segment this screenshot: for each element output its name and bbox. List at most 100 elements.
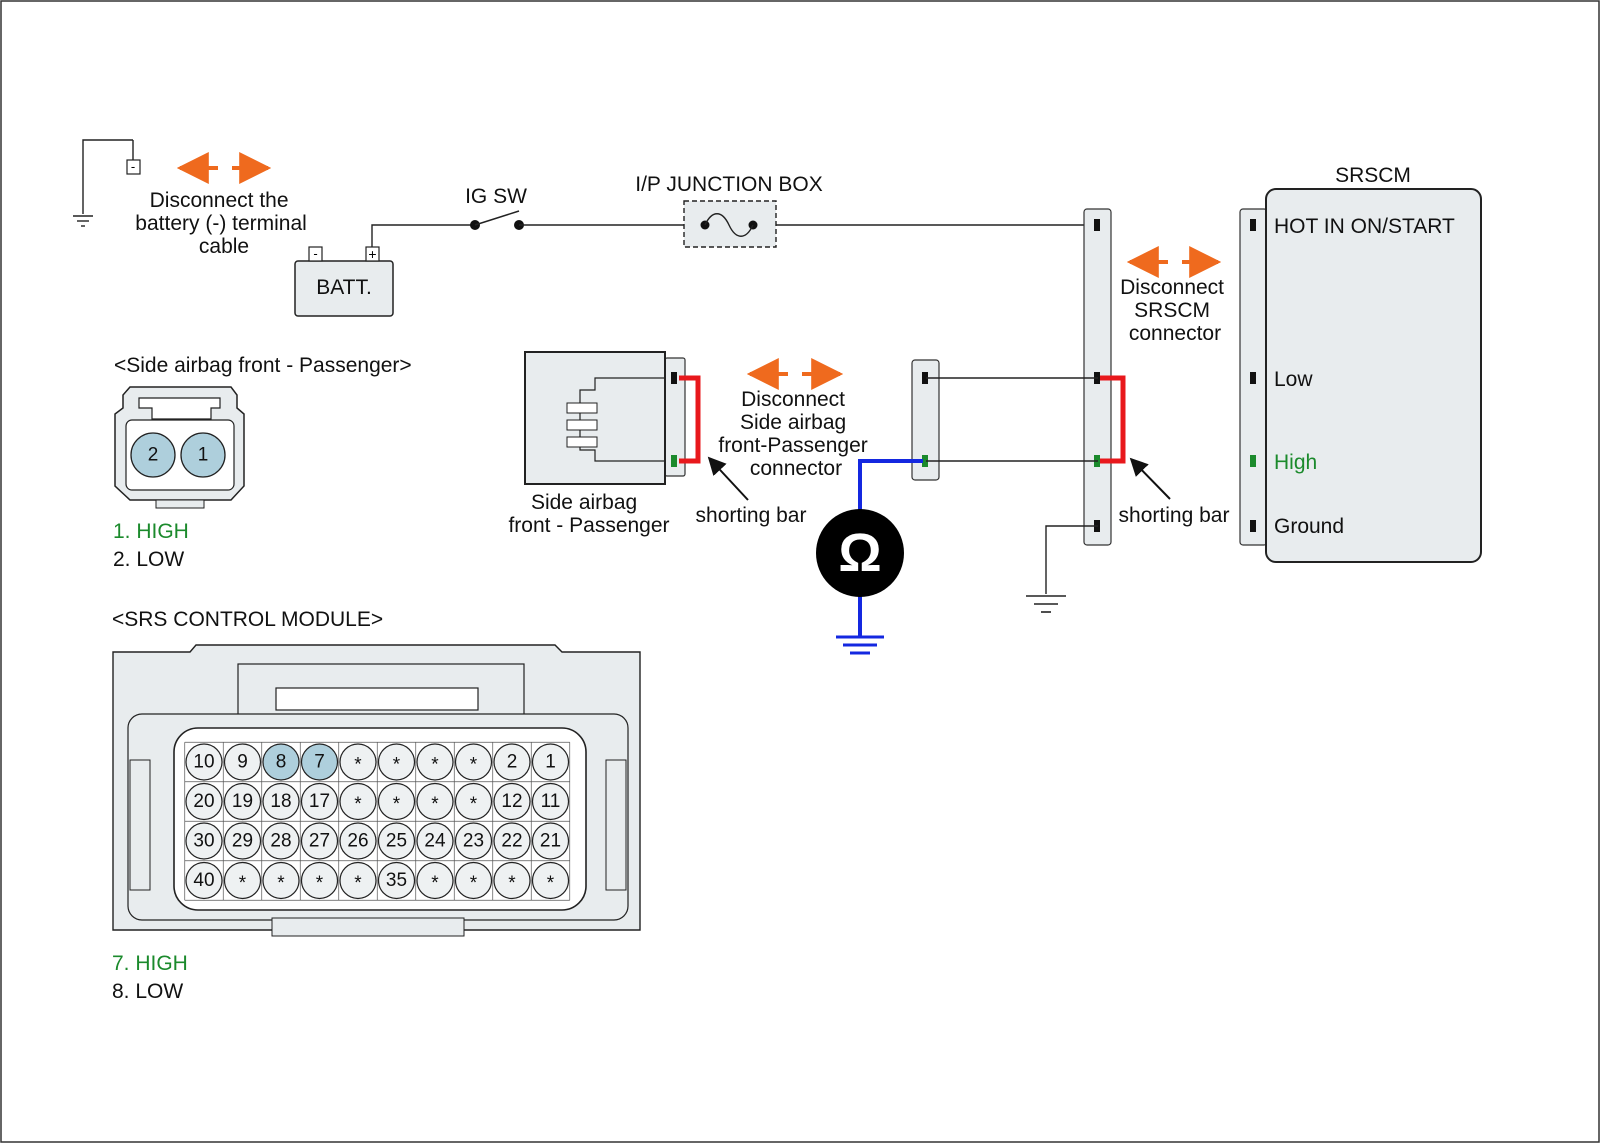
srs-pin-label: 28 bbox=[270, 831, 291, 852]
airbag-harness-connector bbox=[911, 359, 940, 481]
srs-pin-label: 17 bbox=[309, 791, 330, 812]
srs-module-title: <SRS CONTROL MODULE> bbox=[112, 608, 383, 631]
srs-pin bbox=[339, 822, 377, 860]
srs-pin bbox=[262, 822, 300, 860]
srs-pin-label: * bbox=[354, 755, 362, 776]
shorting-bar-right-label: shorting bar bbox=[1119, 504, 1230, 527]
srs-pin-label: * bbox=[470, 755, 478, 776]
srs-pin-label: * bbox=[354, 794, 362, 815]
ohmmeter-symbol: Ω bbox=[838, 523, 881, 583]
battery-label: BATT. bbox=[316, 276, 372, 299]
srs-pin bbox=[300, 861, 339, 900]
srs-pin-label: 10 bbox=[193, 752, 214, 773]
srs-pin-label: 7 bbox=[314, 752, 325, 773]
battery-plus: + bbox=[368, 246, 376, 262]
airbag-instruction: Disconnect Side airbag front-Passenger c… bbox=[718, 388, 873, 480]
side-airbag-legend-low: 2. LOW bbox=[113, 548, 184, 571]
srs-pin bbox=[377, 743, 416, 781]
srs-pin bbox=[185, 743, 223, 781]
srs-pin bbox=[416, 743, 454, 781]
srs-pin bbox=[223, 782, 262, 821]
side-airbag-pin-1 bbox=[180, 432, 226, 478]
srs-pin bbox=[493, 861, 531, 900]
junction-box-fuse: I/P JUNCTION BOX bbox=[635, 173, 823, 248]
battery-wire bbox=[371, 224, 475, 247]
srs-pin-label: 30 bbox=[193, 831, 214, 852]
battery-ground-terminal: - bbox=[73, 139, 141, 227]
srs-pin-label: 23 bbox=[463, 831, 484, 852]
srs-pin-label: * bbox=[316, 873, 324, 894]
side-airbag-pin-1-label: 1 bbox=[198, 445, 209, 466]
srs-pin-label: * bbox=[508, 873, 516, 894]
srs-pin-label: 9 bbox=[237, 752, 248, 773]
shorting-bar-left-label: shorting bar bbox=[696, 504, 807, 527]
srs-pin-label: 26 bbox=[347, 831, 368, 852]
junction-box-label: I/P JUNCTION BOX bbox=[635, 173, 822, 196]
srs-pin bbox=[339, 782, 377, 821]
side-airbag-pin-2-label: 2 bbox=[148, 445, 159, 466]
srscm-pin-high: High bbox=[1274, 451, 1317, 474]
srs-pin bbox=[262, 782, 300, 821]
srs-pin bbox=[416, 782, 454, 821]
srs-pin bbox=[300, 822, 339, 860]
srs-pin-label: 24 bbox=[424, 831, 446, 852]
side-airbag-connector-face: 2 1 bbox=[114, 386, 245, 509]
srscm-pin-ground: Ground bbox=[1274, 515, 1344, 538]
side-airbag-component bbox=[524, 351, 686, 485]
srs-pin bbox=[454, 743, 493, 781]
meter-lead-top bbox=[858, 459, 923, 515]
srs-pin-label: * bbox=[393, 794, 401, 815]
shorting-bar-left bbox=[679, 375, 701, 464]
srs-pin-label: 2 bbox=[507, 752, 518, 773]
srs-module-legend-high: 7. HIGH bbox=[112, 952, 188, 975]
srs-pin bbox=[262, 861, 300, 900]
srs-pin-label: 29 bbox=[232, 831, 253, 852]
srs-pin-label: * bbox=[354, 873, 362, 894]
shorting-bar-right bbox=[1100, 375, 1126, 464]
ohmmeter bbox=[816, 509, 904, 597]
ig-switch-label: IG SW bbox=[465, 185, 527, 208]
shorting-bar-left-arrow bbox=[707, 456, 749, 501]
srs-pin bbox=[339, 861, 377, 900]
srscm-pin-low: Low bbox=[1274, 368, 1313, 391]
srs-pin bbox=[493, 743, 531, 781]
srs-pin bbox=[377, 861, 416, 900]
srs-pin bbox=[262, 743, 300, 781]
srs-pin-label: * bbox=[547, 873, 555, 894]
srs-pin bbox=[416, 822, 454, 860]
srs-pin-label: * bbox=[470, 794, 478, 815]
srs-pin bbox=[339, 743, 377, 781]
srs-pin bbox=[377, 822, 416, 860]
srs-pin bbox=[454, 822, 493, 860]
ground-terminal-minus: - bbox=[131, 159, 135, 174]
airbag-label: Side airbag front - Passenger bbox=[508, 491, 669, 537]
srs-pin bbox=[185, 861, 223, 900]
srs-pin bbox=[454, 861, 493, 900]
shorting-bar-right-arrow bbox=[1129, 457, 1171, 500]
srs-pin-label: * bbox=[277, 873, 285, 894]
meter-ground-symbol bbox=[836, 635, 884, 655]
srscm-instruction: Disconnect SRSCM connector bbox=[1120, 276, 1230, 345]
srs-pin-label: 1 bbox=[545, 752, 556, 773]
srs-pin-label: 27 bbox=[309, 831, 330, 852]
ground-wire bbox=[1045, 525, 1098, 594]
srs-pin bbox=[531, 782, 570, 821]
ig-switch: IG SW bbox=[465, 185, 527, 230]
side-airbag-connector-title: <Side airbag front - Passenger> bbox=[114, 354, 412, 377]
srs-pin-label: * bbox=[431, 794, 439, 815]
srs-pin bbox=[300, 782, 339, 821]
side-airbag-legend-high: 1. HIGH bbox=[113, 520, 189, 543]
battery-instruction: Disconnect the battery (-) terminal cabl… bbox=[135, 189, 312, 258]
srs-pin-label: * bbox=[393, 755, 401, 776]
srs-pin-label: 19 bbox=[232, 791, 253, 812]
srs-pin bbox=[416, 861, 454, 900]
srs-pin bbox=[377, 782, 416, 821]
battery-minus: - bbox=[313, 246, 317, 261]
srs-pin bbox=[223, 861, 262, 900]
srscm-pin-hot: HOT IN ON/START bbox=[1274, 215, 1455, 238]
srs-pin bbox=[531, 861, 570, 900]
srs-pin-label: * bbox=[431, 873, 439, 894]
